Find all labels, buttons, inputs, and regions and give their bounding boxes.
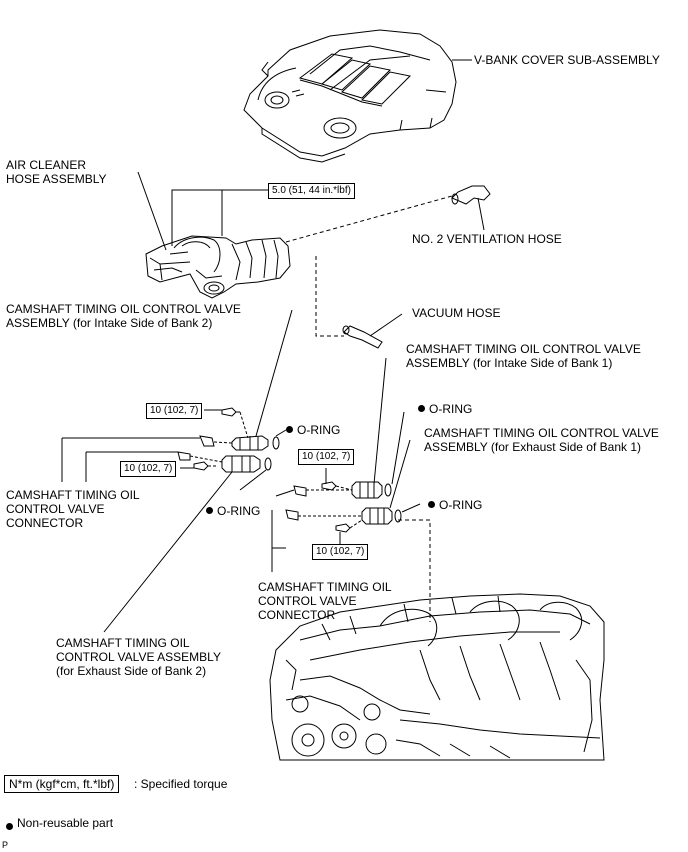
vbank-cover-label: V-BANK COVER SUB-ASSEMBLY — [474, 53, 660, 67]
connector-bank2-upper — [199, 435, 215, 447]
legend-nonreusable: Non-reusable part — [6, 816, 113, 830]
connector-right-label-line3: CONNECTOR — [258, 608, 336, 622]
oring-label-4: O-RING — [206, 504, 260, 518]
ocv-exhaust-bank2-leader — [103, 471, 233, 633]
ocv-intake-bank2-label-line2: ASSEMBLY (for Intake Side of Bank 2) — [6, 316, 213, 330]
connector-left-label-line2: CONTROL VALVE — [6, 502, 105, 516]
connector-bank1-upper — [293, 485, 307, 497]
ocv-intake-bank1-label-line2: ASSEMBLY (for Intake Side of Bank 1) — [406, 356, 613, 370]
air-cleaner-label-line2: HOSE ASSEMBLY — [6, 172, 107, 186]
ocv-intake-bank1-leader — [373, 357, 387, 485]
nonreusable-dot-icon — [6, 823, 13, 830]
torque-bolt-bank1-upper: 10 (102, 7) — [298, 449, 355, 465]
ocv-exhaust-bank2-label-line2: CONTROL VALVE ASSEMBLY — [56, 650, 221, 664]
ocv-intake-bank2-drawing — [231, 435, 280, 451]
ventilation-hose-drawing — [451, 185, 491, 205]
page-marker: P — [2, 840, 9, 850]
legend-torque-box: N*m (kgf*cm, ft.*lbf) — [4, 775, 120, 793]
ocv-intake-bank2-leader — [255, 309, 293, 437]
vacuum-hose-label: VACUUM HOSE — [412, 306, 501, 320]
connector-left-label-line1: CAMSHAFT TIMING OIL — [6, 488, 140, 502]
nonreusable-dot-icon — [286, 426, 293, 433]
air-cleaner-leader — [137, 171, 167, 251]
ocv-exhaust-bank1-label-line1: CAMSHAFT TIMING OIL CONTROL VALVE — [424, 426, 659, 440]
torque-air-cleaner: 5.0 (51, 44 in.*lbf) — [268, 183, 355, 199]
oring-label-3: O-RING — [428, 498, 482, 512]
ocv-exhaust-bank2-drawing — [221, 455, 272, 473]
vacuum-hose-leader — [369, 313, 403, 337]
torque-bolt-bank2-lower: 10 (102, 7) — [120, 461, 177, 477]
nonreusable-dot-icon — [206, 507, 213, 514]
vbank-cover-drawing — [243, 29, 457, 163]
ocv-exhaust-bank1-leader — [389, 439, 411, 509]
vacuum-hose-drawing — [342, 325, 383, 349]
air-cleaner-hose-drawing — [145, 235, 291, 299]
nonreusable-dot-icon — [418, 405, 425, 412]
ocv-exhaust-bank2-label-line1: CAMSHAFT TIMING OIL — [56, 636, 190, 650]
ocv-intake-bank1-label-line1: CAMSHAFT TIMING OIL CONTROL VALVE — [406, 342, 641, 356]
torque-bolt-bank2-upper: 10 (102, 7) — [146, 403, 203, 419]
legend-torque-desc: : Specified torque — [134, 777, 228, 791]
bolt-bank2-upper — [221, 407, 237, 417]
ocv-exhaust-bank1-drawing — [361, 507, 402, 525]
ocv-intake-bank1-drawing — [351, 481, 392, 499]
connector-right-label-line2: CONTROL VALVE — [258, 594, 357, 608]
ventilation-hose-leader — [477, 197, 485, 231]
connector-right-label-line1: CAMSHAFT TIMING OIL — [258, 580, 392, 594]
connector-bank2-lower — [177, 451, 191, 461]
air-cleaner-label-line1: AIR CLEANER — [6, 158, 87, 172]
nonreusable-dot-icon — [428, 501, 435, 508]
bolt-bank1-lower — [335, 523, 351, 533]
ventilation-hose-label: NO. 2 VENTILATION HOSE — [412, 232, 562, 246]
connector-left-label-line3: CONNECTOR — [6, 516, 84, 530]
connector-bank1-lower — [285, 509, 299, 521]
torque-bolt-bank1-lower: 10 (102, 7) — [312, 544, 369, 560]
bolt-bank2-lower — [193, 461, 209, 471]
bolt-bank1-upper — [321, 481, 337, 491]
air-cleaner-torque-leader — [171, 189, 268, 246]
engine-drawing — [269, 593, 605, 761]
ocv-intake-bank2-label-line1: CAMSHAFT TIMING OIL CONTROL VALVE — [6, 302, 241, 316]
ocv-exhaust-bank1-label-line2: ASSEMBLY (for Exhaust Side of Bank 1) — [424, 440, 641, 454]
oring-label-1: O-RING — [418, 402, 472, 416]
ocv-exhaust-bank2-label-line3: (for Exhaust Side of Bank 2) — [56, 664, 207, 678]
oring-label-2: O-RING — [286, 423, 340, 437]
